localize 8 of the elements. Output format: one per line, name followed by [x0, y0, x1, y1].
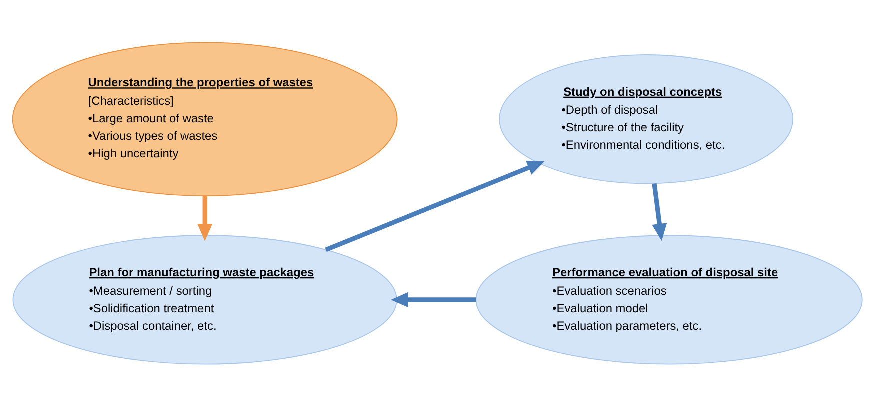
node-ellipse: Study on disposal concepts •Depth of disposal •Structure of the facility •Environmental conditions, etc. [499, 54, 794, 184]
node-ellipse: Plan for manufacturing waste packages •Measurement / sorting •Solidification treatment •Disposal container, etc. [12, 235, 398, 365]
node-ellipse: Performance evaluation of disposal site •Evaluation scenarios •Evaluation model •Evaluation parameters, etc. [476, 235, 863, 365]
arrow [325, 160, 545, 252]
arrow [198, 196, 213, 242]
arrow [391, 292, 476, 308]
node-ellipse: Understanding the properties of wastes [Characteristics] •Large amount of waste •Various types of wastes •High uncertainty [12, 42, 398, 196]
arrow [652, 184, 668, 242]
